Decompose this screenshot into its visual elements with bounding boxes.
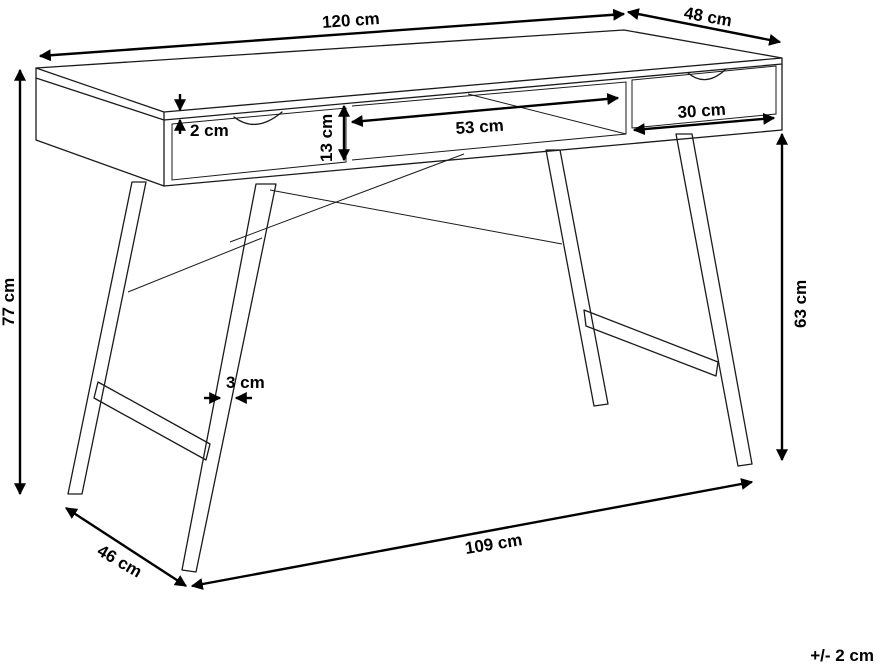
label-drawer-width: 30 cm [677, 100, 726, 122]
right-lower-rail [583, 309, 719, 377]
label-leg-height: 63 cm [791, 280, 810, 328]
dim-line-drawer-width [632, 112, 776, 136]
back-cross-brace-1 [269, 189, 563, 245]
label-total-height: 77 cm [0, 278, 18, 326]
tolerance-note: +/- 2 cm [810, 646, 874, 665]
label-top-thickness: 2 cm [190, 121, 229, 140]
label-shelf-width: 53 cm [455, 116, 504, 138]
left-back-leg [67, 181, 147, 495]
right-front-leg [675, 133, 753, 467]
label-base-depth: 46 cm [94, 541, 145, 582]
dim-line-top-width [38, 8, 626, 62]
tabletop-front-edge [163, 57, 783, 121]
dim-line-top-depth [626, 8, 782, 46]
apron-left-side [35, 77, 165, 187]
right-drawer-handle [687, 68, 727, 81]
dim-line-base-width [190, 478, 754, 590]
right-drawer-front [631, 65, 777, 129]
dim-line-shelf-width [350, 92, 620, 128]
left-lower-rail [93, 381, 211, 461]
label-top-depth: 48 cm [683, 3, 734, 30]
left-drawer-front [171, 107, 347, 181]
desk-drawing [35, 29, 783, 573]
label-apron-height: 13 cm [317, 114, 336, 162]
dim-line-base-depth [64, 506, 188, 588]
tabletop-surface [35, 29, 783, 113]
apron-front-bottom [163, 129, 783, 187]
back-cross-brace-2 [229, 153, 465, 243]
right-back-leg [545, 149, 609, 407]
tabletop-left-edge [35, 67, 165, 121]
dimension-lines [14, 8, 788, 590]
left-upper-rail [127, 237, 263, 293]
label-leg-width: 3 cm [226, 373, 265, 392]
left-drawer-handle [233, 111, 283, 125]
label-top-width: 120 cm [321, 9, 380, 32]
